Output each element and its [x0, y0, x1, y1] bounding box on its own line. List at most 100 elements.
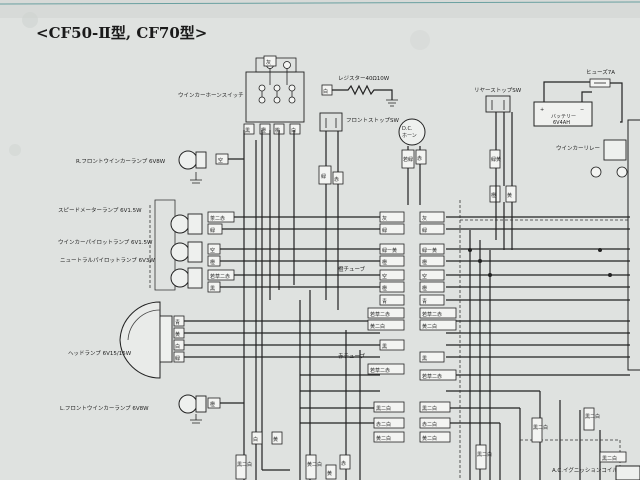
speedometer-lamp: 茶二赤 緑	[170, 211, 235, 235]
orange-tube-label: 橙チューブ	[338, 265, 366, 273]
svg-text:黒二白: 黒二白	[585, 413, 600, 420]
battery-ground-wire	[581, 91, 592, 102]
svg-text:黒: 黒	[210, 286, 215, 292]
svg-text:空: 空	[218, 157, 223, 164]
headlamp-label: ヘッドランプ 6V15/15W	[68, 350, 132, 357]
svg-text:若緑: 若緑	[403, 156, 413, 163]
svg-text:黄: 黄	[273, 436, 278, 443]
winker-pilot-lamp-label: ウインカーパイロットランプ 6V1.5W	[58, 238, 153, 246]
svg-text:ホーン: ホーン	[402, 133, 417, 139]
svg-text:若草二赤: 若草二赤	[422, 373, 442, 380]
l-front-winker-lamp: 橙	[178, 394, 221, 424]
winker-relay	[590, 139, 628, 178]
svg-text:桃: 桃	[275, 127, 280, 134]
svg-text:赤二白: 赤二白	[422, 421, 437, 428]
svg-text:黒二白: 黒二白	[602, 455, 617, 462]
svg-text:白: 白	[323, 88, 328, 95]
svg-text:黒: 黒	[382, 344, 387, 350]
battery-wire	[543, 81, 623, 123]
neutral-pilot-lamp: 若草二赤 黒	[170, 267, 235, 293]
svg-text:橙: 橙	[261, 127, 266, 134]
r-front-winker-lamp: 空	[178, 150, 229, 184]
speedometer-lamp-label: スピードメーターランプ 6V1.5W	[58, 206, 142, 214]
svg-text:白: 白	[253, 436, 258, 443]
page-top-edge	[0, 1, 640, 5]
svg-text:緑: 緑	[321, 173, 326, 180]
neutral-pilot-lamp-label: ニュートラルパイロットランプ 6V3W	[60, 257, 155, 264]
svg-text:−: −	[580, 107, 584, 113]
ac-ignition-coil	[615, 465, 640, 480]
svg-text:黄二白: 黄二白	[307, 461, 322, 468]
svg-text:若草二赤: 若草二赤	[370, 311, 390, 318]
svg-text:橙: 橙	[422, 285, 427, 292]
bottom-tags: 白 黄 黒二白 黄二白 黄 赤 黒二白 黒二白 黒二白 黒二白	[235, 407, 627, 480]
svg-text:6V4AH: 6V4AH	[553, 120, 570, 126]
svg-text:橙: 橙	[382, 285, 387, 292]
svg-text:緑黄: 緑黄	[491, 156, 501, 163]
svg-text:+: +	[540, 107, 544, 113]
ac-ignition-coil-label: A.C.イグニッションコイル	[552, 466, 618, 474]
fuse-label: ヒューズ7A	[586, 68, 615, 76]
svg-text:空: 空	[382, 273, 387, 280]
rear-stop-switch-label: リヤーストップSW	[474, 87, 522, 94]
svg-text:灰: 灰	[266, 59, 271, 66]
main-harness-frame	[627, 119, 640, 371]
svg-text:灰: 灰	[422, 215, 427, 222]
svg-text:黄: 黄	[175, 331, 180, 338]
svg-text:青: 青	[175, 319, 180, 326]
svg-text:緑: 緑	[210, 227, 215, 234]
winker-pilot-lamp: 空 橙	[170, 241, 221, 267]
rear-stop-switch: 緑黄 橙 黄	[485, 95, 517, 203]
svg-text:黒二白: 黒二白	[533, 424, 548, 431]
svg-text:黒: 黒	[422, 356, 427, 362]
battery-label: バッテリー	[551, 114, 576, 120]
svg-text:茶二赤: 茶二赤	[210, 215, 225, 222]
front-stop-switch-label: フロントストップSW	[346, 117, 399, 124]
resistor-label: レジスター40Ω10W	[338, 74, 390, 82]
svg-text:若草二赤: 若草二赤	[210, 273, 230, 280]
dc-horn: D.C. ホーン 若緑 赤	[398, 118, 427, 169]
winker-relay-label: ウインカーリレー	[556, 144, 600, 152]
svg-text:黄: 黄	[327, 470, 332, 477]
svg-text:青: 青	[382, 298, 387, 305]
svg-text:黄二白: 黄二白	[370, 323, 385, 330]
red-tube-label: 赤チューブ	[338, 352, 366, 360]
svg-text:若草二赤: 若草二赤	[422, 311, 442, 318]
svg-text:赤二白: 赤二白	[376, 421, 391, 428]
resistor: 白	[321, 84, 398, 107]
page-title: <CF50-Ⅱ型, CF70型>	[36, 24, 207, 42]
svg-text:白: 白	[175, 343, 180, 350]
svg-text:黒二白: 黒二白	[237, 461, 252, 468]
svg-text:橙: 橙	[210, 259, 215, 266]
svg-text:空: 空	[422, 273, 427, 280]
svg-text:赤: 赤	[417, 156, 422, 162]
wire-harness	[184, 112, 630, 480]
svg-text:緑: 緑	[422, 227, 427, 234]
winker-horn-switch-label: ウインカーホーンスイッチ	[178, 91, 244, 99]
svg-text:黄: 黄	[507, 192, 512, 199]
svg-text:黄二白: 黄二白	[376, 435, 391, 442]
svg-text:空: 空	[210, 247, 215, 254]
svg-text:黒: 黒	[245, 128, 250, 134]
svg-text:黄二白: 黄二白	[422, 435, 437, 442]
svg-text:橙: 橙	[382, 259, 387, 266]
svg-text:緑: 緑	[175, 355, 180, 362]
svg-text:黄二白: 黄二白	[422, 323, 437, 330]
svg-text:赤: 赤	[341, 461, 346, 467]
svg-text:橙: 橙	[491, 192, 496, 199]
svg-text:緑: 緑	[382, 227, 387, 234]
dc-horn-label: D.C.	[402, 126, 413, 132]
fuse	[589, 78, 611, 88]
battery: + − バッテリー 6V4AH	[533, 101, 593, 127]
r-front-winker-lamp-label: R.フロントウインカーランプ 6V8W	[76, 157, 166, 165]
svg-text:赤: 赤	[334, 177, 339, 183]
switch-tags: 灰 黒 橙 桃 白	[243, 55, 301, 135]
svg-text:黒二白: 黒二白	[477, 451, 492, 458]
svg-text:灰: 灰	[382, 215, 387, 222]
svg-text:緑ー黄: 緑ー黄	[382, 247, 397, 254]
svg-text:青: 青	[422, 298, 427, 305]
svg-text:緑ー黄: 緑ー黄	[422, 247, 437, 254]
meter-housing	[154, 199, 176, 291]
